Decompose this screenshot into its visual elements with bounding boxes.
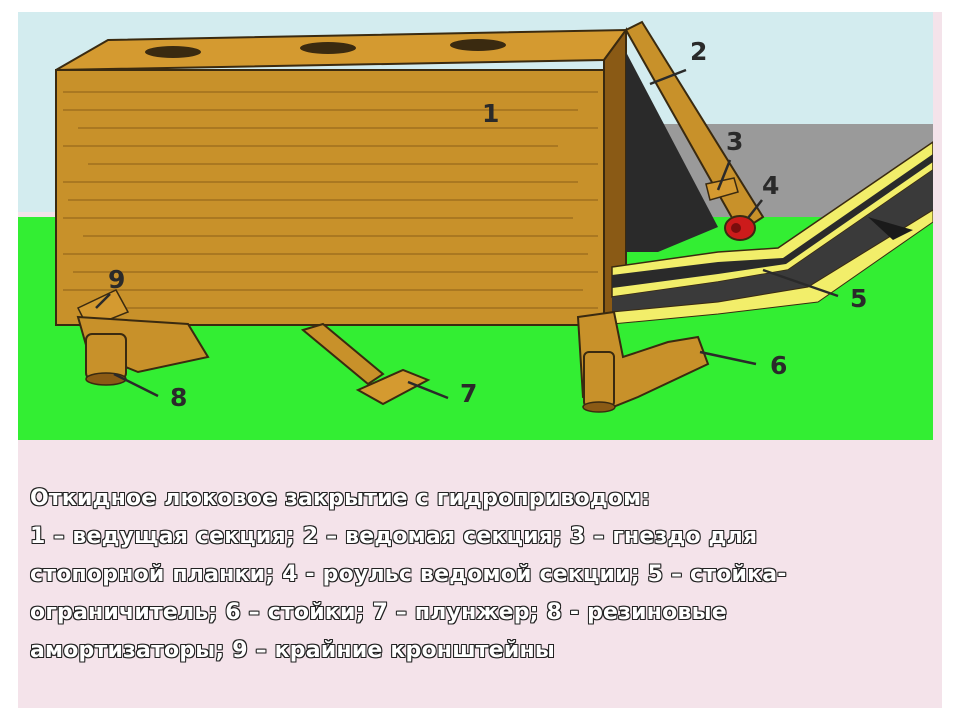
label-9: 9 [108, 265, 125, 294]
label-4: 4 [762, 171, 779, 200]
section-1-face [55, 69, 605, 326]
label-5: 5 [850, 284, 867, 313]
stand-leg [583, 351, 615, 408]
plunger-foot-7 [355, 368, 431, 406]
plunger-rod-7 [300, 322, 385, 386]
caption-line: 1 – ведущая секция; 2 – ведомая секция; … [30, 524, 758, 549]
label-1: 1 [482, 99, 499, 128]
caption-line: стопорной планки; 4 - роульс ведомой сек… [30, 562, 787, 587]
arrow-indicator [868, 217, 913, 240]
interior-dark [626, 52, 718, 252]
stripe-lower [611, 209, 933, 325]
wood-grain [63, 91, 598, 309]
caption-line: амортизаторы; 9 – крайние кронштейны [30, 638, 555, 663]
stripe-ramp [611, 141, 933, 298]
leader-lines [95, 68, 839, 400]
label-6: 6 [770, 351, 787, 380]
hatch-cover-illustration: 1 2 3 4 5 6 7 8 9 [18, 12, 933, 440]
caption-line-title: Откидное люковое закрытие с гидроприводо… [30, 486, 651, 511]
stripe-ramp-dark [612, 154, 933, 288]
underside-band [612, 170, 933, 317]
socket-3 [705, 177, 739, 201]
label-3: 3 [726, 127, 743, 156]
label-7: 7 [460, 379, 477, 408]
label-2: 2 [690, 37, 707, 66]
caption-line: ограничитель; 6 – стойки; 7 – плунжер; 8… [30, 600, 727, 625]
label-8: 8 [170, 383, 187, 412]
figure-caption: Откидное люковое закрытие с гидроприводо… [30, 480, 920, 670]
